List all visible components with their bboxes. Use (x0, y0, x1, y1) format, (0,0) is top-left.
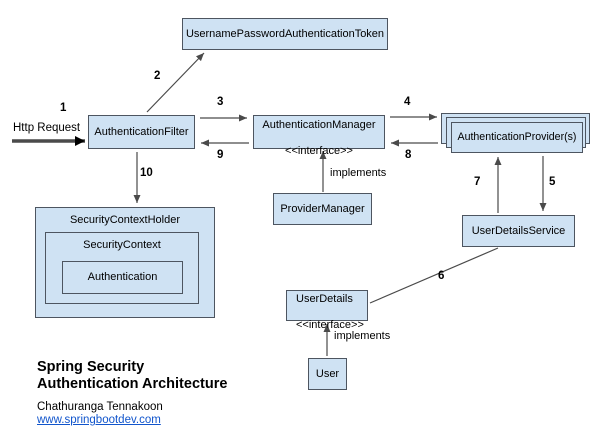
implements-label-user: implements (334, 330, 391, 342)
box-authentication-filter: AuthenticationFilter (88, 115, 195, 149)
box-stereotype: <<interface>> (296, 318, 364, 331)
box-user-details: UserDetails <<interface>> (286, 290, 368, 331)
diagram-title-line1: Spring Security (37, 359, 145, 375)
step-label-1: 1 (60, 102, 67, 114)
line-6-userdetails-to-uds (369, 247, 499, 304)
step-label-8: 8 (405, 149, 412, 161)
box-label: Authentication (87, 271, 158, 283)
implements-label-provider-manager: implements (330, 167, 387, 179)
box-label: UserDetailsService (471, 224, 566, 237)
step-label-3: 3 (217, 96, 224, 108)
box-authentication: Authentication (62, 261, 183, 294)
author-name: Chathuranga Tennakoon (37, 401, 163, 413)
arrow-2-filter-to-token (146, 52, 205, 113)
http-request-label: Http Request (13, 122, 81, 134)
step-label-5: 5 (549, 176, 556, 188)
diagram-title: Spring Security Authentication Architect… (37, 359, 227, 393)
diagram-title-line2: Authentication Architecture (37, 376, 228, 392)
step-label-9: 9 (217, 149, 224, 161)
step-label-6: 6 (438, 270, 445, 282)
box-security-context-holder: SecurityContextHolder SecurityContext Au… (35, 207, 215, 318)
step-label-10: 10 (140, 167, 153, 179)
box-user: User (308, 358, 347, 390)
box-label: AuthenticationManager (262, 119, 376, 131)
box-label: AuthenticationProvider(s) (457, 131, 577, 143)
box-label: ProviderManager (280, 202, 365, 215)
step-label-7: 7 (474, 176, 481, 188)
box-label: SecurityContext (83, 239, 161, 251)
box-user-details-service: UserDetailsService (462, 215, 575, 247)
box-stereotype: <<interface>> (285, 145, 353, 157)
step-label-4: 4 (404, 96, 411, 108)
box-security-context: SecurityContext Authentication (45, 232, 199, 304)
box-authentication-providers: AuthenticationProvider(s) (451, 122, 583, 153)
box-authentication-manager: AuthenticationManager <<interface>> (253, 115, 385, 157)
box-provider-manager: ProviderManager (273, 193, 372, 225)
website-link[interactable]: www.springbootdev.com (37, 414, 161, 426)
box-label: User (315, 367, 340, 380)
box-label: SecurityContextHolder (69, 214, 181, 226)
box-label: UsernamePasswordAuthenticationToken (185, 27, 385, 40)
box-label: UserDetails (296, 292, 353, 305)
box-username-password-authentication-token: UsernamePasswordAuthenticationToken (182, 18, 388, 50)
step-label-2: 2 (154, 70, 161, 82)
box-label: AuthenticationFilter (94, 125, 189, 138)
